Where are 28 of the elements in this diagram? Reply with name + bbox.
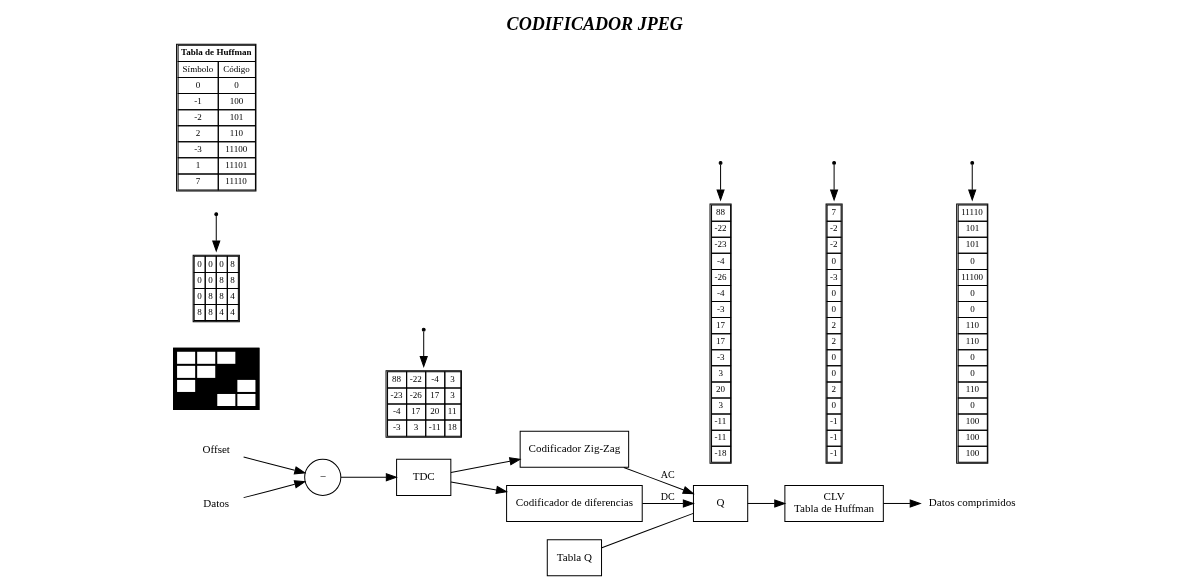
edge-label: DC xyxy=(660,491,675,503)
arrow xyxy=(830,164,839,201)
arrow xyxy=(340,473,397,482)
node-text: Offset xyxy=(202,443,230,456)
node-text: Datos comprimidos xyxy=(928,496,1016,509)
node-box: TDC xyxy=(396,458,452,496)
edge-label: AC xyxy=(660,469,675,481)
node-box: Codificador Zig-Zag xyxy=(519,430,630,468)
arrow xyxy=(883,499,921,508)
arrow xyxy=(450,457,521,473)
arrow xyxy=(623,466,694,495)
arrow xyxy=(243,456,306,475)
node-text: Datos xyxy=(203,497,230,510)
node-box: Q xyxy=(692,484,749,523)
diagram-title: CODIFICADOR JPEG xyxy=(506,13,683,34)
node-circle: − xyxy=(304,458,342,496)
arrow xyxy=(450,481,508,494)
arrow xyxy=(716,164,725,201)
node-box: Codificador de diferencias xyxy=(506,484,643,523)
arrow xyxy=(641,499,694,508)
arrow xyxy=(212,215,221,252)
node-box: Tabla Q xyxy=(546,539,603,577)
arrow xyxy=(747,499,786,508)
arrow xyxy=(968,164,977,201)
arrow xyxy=(243,480,306,499)
node-box: CLV Tabla de Huffman xyxy=(784,484,884,523)
arrow xyxy=(419,330,428,368)
connector xyxy=(601,512,694,549)
